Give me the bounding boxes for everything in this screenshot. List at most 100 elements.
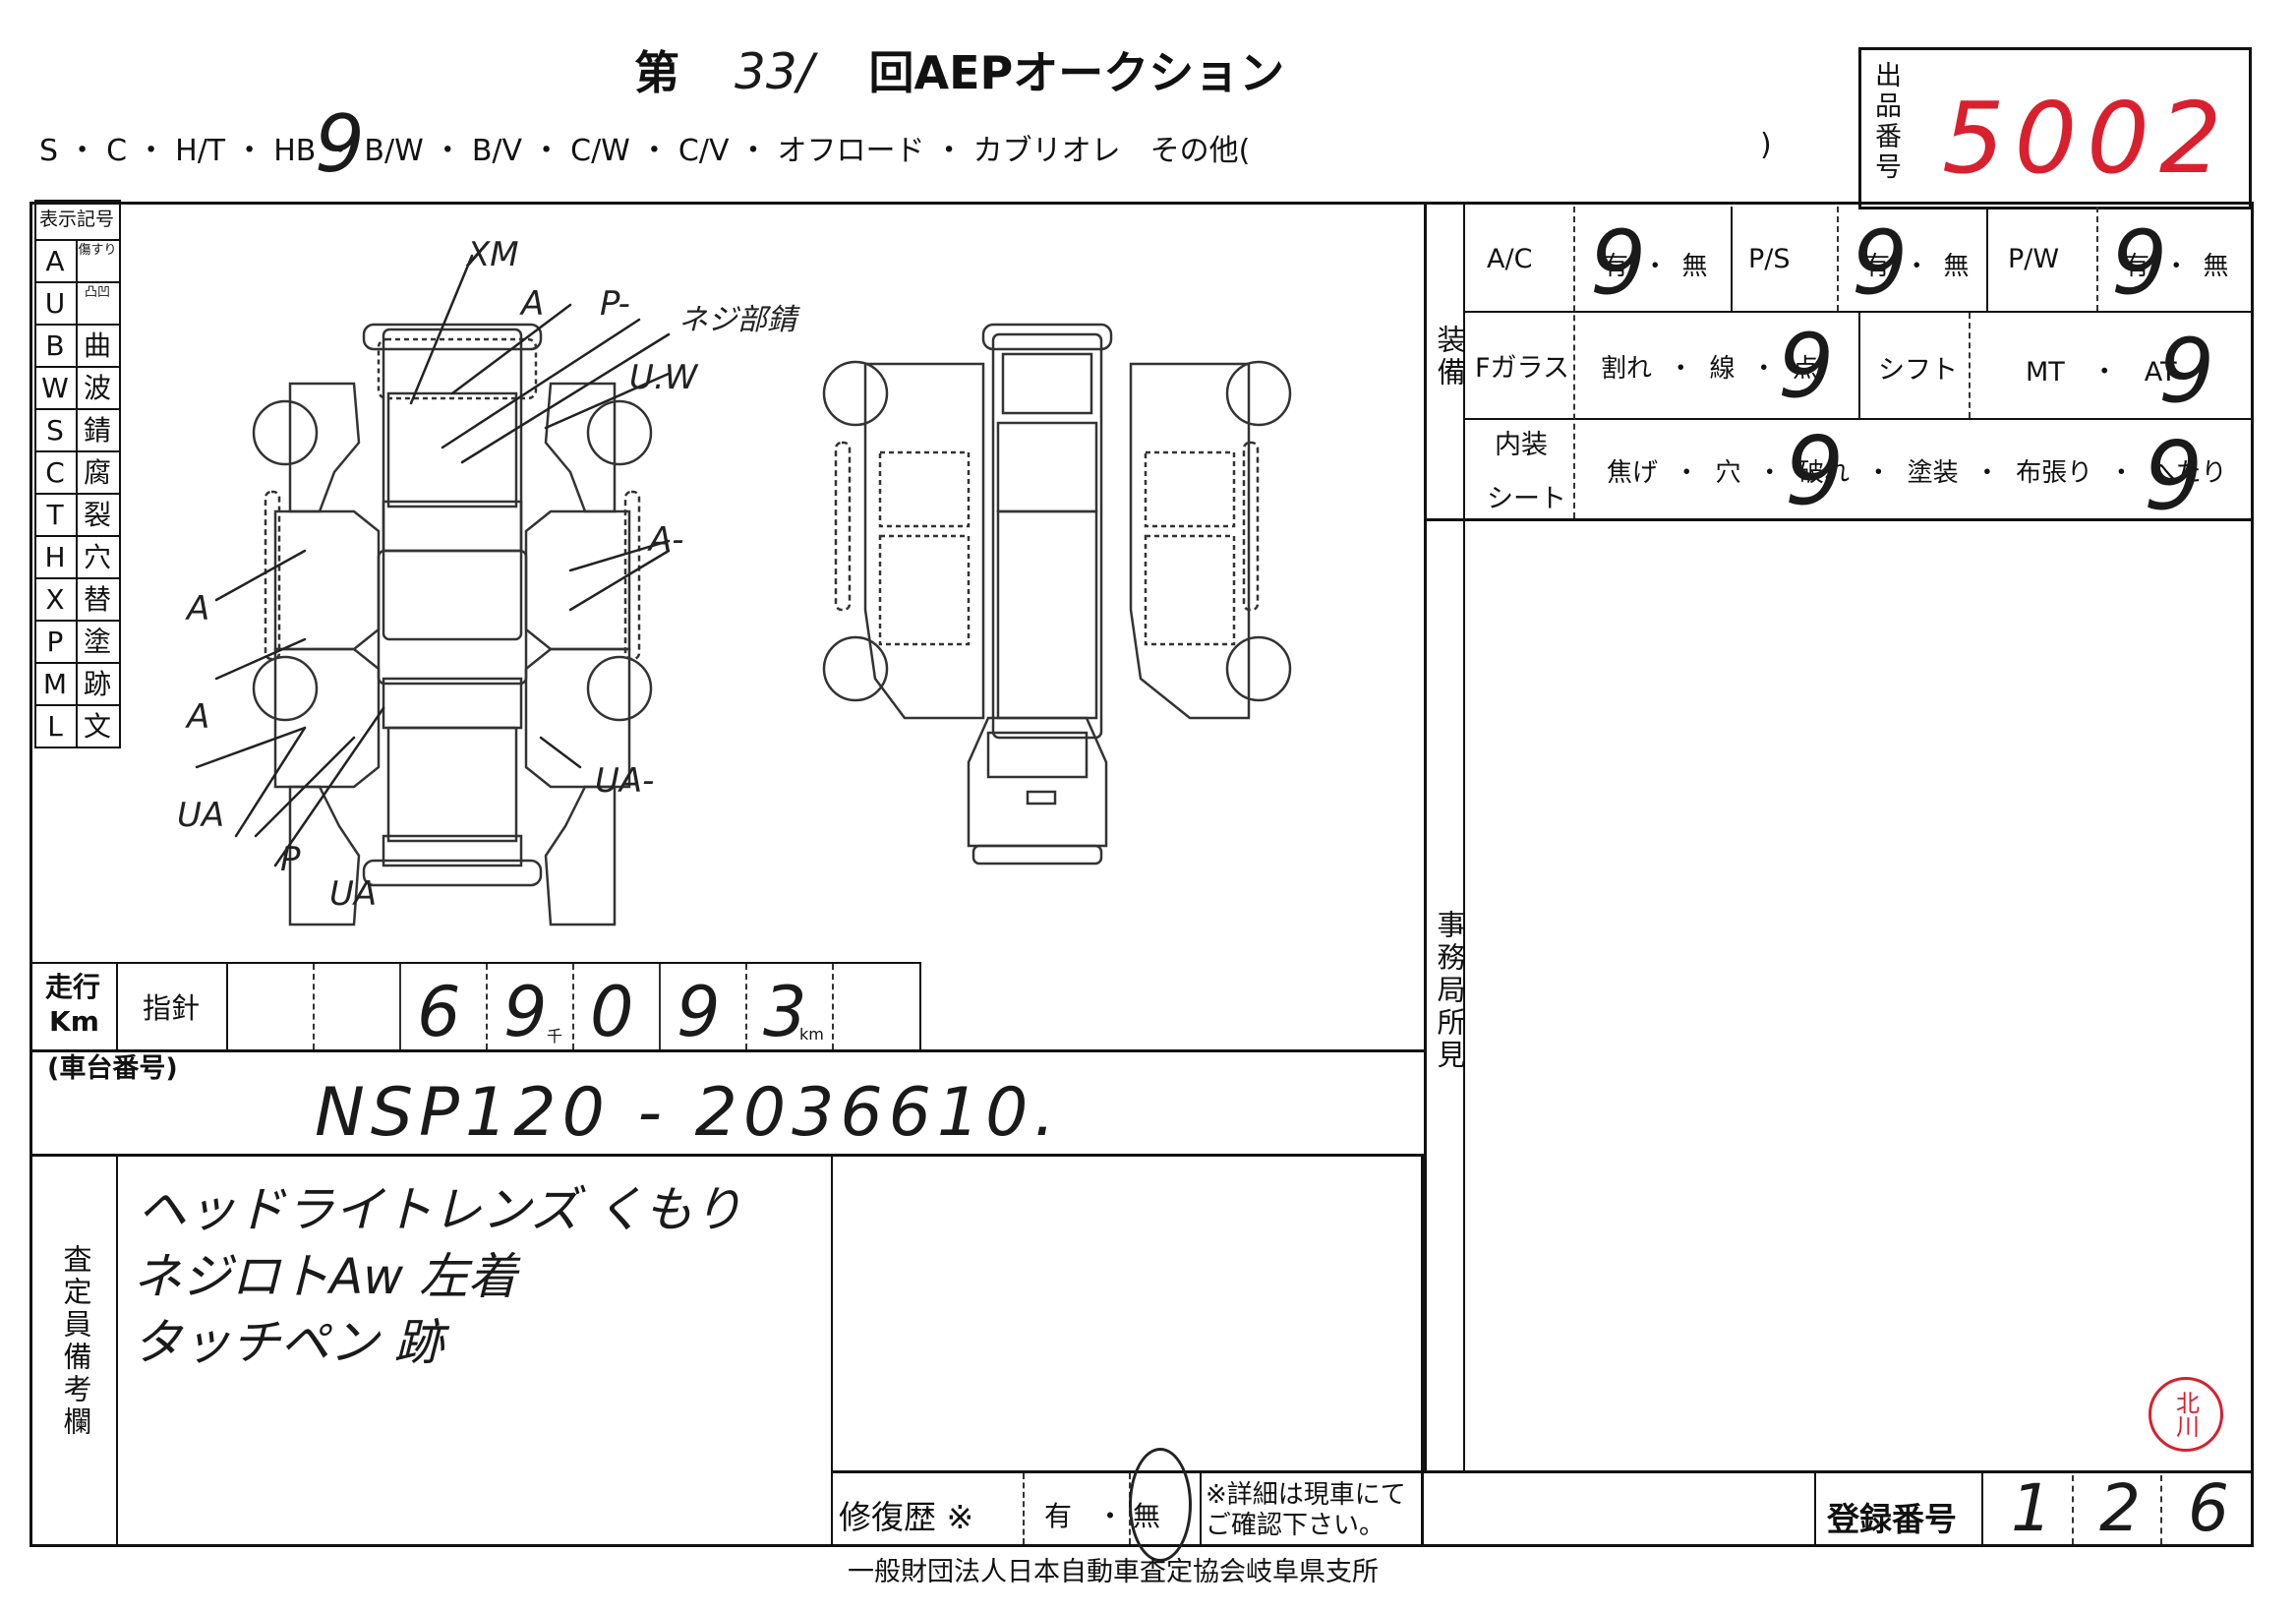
legend-code: S bbox=[34, 410, 78, 450]
mileage-vline-sub bbox=[226, 962, 228, 1049]
repair-vline-note bbox=[1200, 1473, 1202, 1544]
title-suffix: 回AEPオークション bbox=[868, 46, 1285, 99]
legend-code: T bbox=[34, 495, 78, 535]
legend-code: P bbox=[34, 622, 78, 662]
mileage-cell-divider bbox=[832, 964, 834, 1049]
eq-hline-3 bbox=[1424, 518, 2252, 521]
reg-cell-divider bbox=[2160, 1475, 2162, 1544]
auction-number: 33/ bbox=[735, 43, 814, 100]
lot-number-box bbox=[1858, 47, 2252, 209]
equipment-name: P/S bbox=[1748, 244, 1791, 274]
glass-label: Fガラス bbox=[1475, 353, 1569, 384]
car-diagram: XM A P- ネジ部錆 U.W A- A A UA P UA UA- bbox=[177, 235, 1292, 926]
repair-dot: ・ bbox=[1096, 1500, 1125, 1532]
remark-line-2: ネジロトAw 左着 bbox=[133, 1248, 517, 1305]
remark-line-3: タッチペン 跡 bbox=[133, 1314, 443, 1371]
legend-code: W bbox=[34, 368, 78, 408]
note-uw: U.W bbox=[629, 358, 699, 397]
legend-meaning: 傷すり bbox=[78, 243, 117, 258]
registration-digit: 6 bbox=[2188, 1470, 2229, 1546]
mileage-vline-end bbox=[919, 962, 921, 1049]
remarks-right-vline bbox=[831, 1156, 833, 1544]
note-screw-rust: ネジ部錆 bbox=[678, 303, 800, 337]
legend-meaning: 腐 bbox=[83, 456, 111, 489]
legend-meaning: 錆 bbox=[83, 414, 111, 447]
legend-box bbox=[34, 200, 121, 748]
body-type-mark: 9 bbox=[315, 98, 365, 190]
legend-meaning: 凸凹 bbox=[84, 285, 110, 300]
page-title: 第 33/ 回AEPオークション bbox=[634, 37, 1284, 102]
repair-yes: 有 bbox=[1044, 1500, 1073, 1532]
legend-title: 表示記号 bbox=[39, 209, 115, 230]
interior-mark-2: 9 bbox=[2144, 423, 2204, 531]
legend-code: B bbox=[34, 326, 78, 366]
footer-org: 一般財団法人日本自動車査定協会岐阜県支所 bbox=[848, 1557, 1379, 1587]
eq-vdash-4 bbox=[1969, 313, 1971, 418]
interior-label: 内装 bbox=[1495, 430, 1548, 460]
legend-code: H bbox=[34, 537, 78, 577]
eq-vdash-2 bbox=[1837, 207, 1839, 311]
legend-meaning: 替 bbox=[83, 583, 111, 616]
legend-meaning: 穴 bbox=[83, 541, 111, 573]
note-ua-2: UA bbox=[329, 874, 377, 914]
chassis-label: (車台番号) bbox=[47, 1053, 178, 1084]
equipment-mark: 9 bbox=[1590, 211, 1647, 315]
mileage-cell-divider bbox=[745, 964, 747, 1049]
office-remarks-area[interactable] bbox=[1470, 526, 2247, 1470]
shift-options: MT ・ AT bbox=[2026, 357, 2177, 388]
legend-code: A bbox=[34, 241, 78, 281]
eq-vdash-3 bbox=[2096, 207, 2098, 311]
equipment-mark: 9 bbox=[1852, 211, 1909, 315]
note-xm: XM bbox=[465, 235, 519, 274]
repair-label: 修復歴 ※ bbox=[839, 1498, 974, 1536]
equipment-mark: 9 bbox=[2111, 211, 2168, 315]
eq-vdash-1 bbox=[1573, 207, 1575, 518]
reg-vline-2 bbox=[1981, 1473, 1983, 1544]
equipment-name: A/C bbox=[1487, 244, 1533, 274]
eq-vline-1 bbox=[1731, 207, 1733, 311]
shift-mark: 9 bbox=[2158, 320, 2215, 423]
mileage-cell-divider bbox=[572, 964, 574, 1049]
mileage-digit: 6 bbox=[417, 972, 461, 1052]
body-type-options: S ・ C ・ H/T ・ HB ・ B/W ・ B/V ・ C/W ・ C/V… bbox=[39, 126, 1250, 169]
reg-vline bbox=[1814, 1473, 1816, 1544]
legend-row: U 凸凹 bbox=[34, 281, 121, 324]
right-panel-divider bbox=[1424, 204, 1427, 1472]
inspector-stamp: 北川 bbox=[2149, 1377, 2223, 1452]
mileage-digit: 0 bbox=[590, 972, 634, 1052]
legend-code: C bbox=[34, 452, 78, 493]
legend-meaning: 曲 bbox=[83, 329, 111, 362]
seat-label: シート bbox=[1487, 484, 1566, 514]
legend-meaning: 塗 bbox=[83, 626, 111, 658]
legend-code: M bbox=[34, 664, 78, 704]
note-a-1: A bbox=[519, 284, 544, 324]
mileage-label-2: Km bbox=[49, 1005, 99, 1038]
registration-digit: 1 bbox=[2011, 1470, 2052, 1546]
legend-meaning: 跡 bbox=[83, 668, 111, 700]
equipment-label: 装備 bbox=[1433, 325, 1466, 389]
legend-meaning: 裂 bbox=[83, 499, 111, 531]
equipment-options: 有 ・ 無 bbox=[2124, 252, 2229, 281]
mileage-bottom-line bbox=[31, 1049, 1424, 1052]
mileage-digit: 3 bbox=[763, 972, 807, 1052]
legend-code: U bbox=[34, 283, 78, 324]
repair-note: ※詳細は現車にてご確認下さい。 bbox=[1206, 1480, 1406, 1540]
right-vline-lower bbox=[1421, 1156, 1424, 1544]
eq-vline-2 bbox=[1986, 207, 1988, 311]
legend-code: L bbox=[34, 706, 78, 747]
glass-mark: 9 bbox=[1778, 315, 1835, 418]
repair-vdash bbox=[1023, 1473, 1025, 1544]
mileage-top-line bbox=[31, 962, 921, 964]
mileage-vline-label bbox=[116, 962, 118, 1049]
mileage-label-1: 走行 bbox=[45, 971, 101, 1003]
remark-line-1: ヘッドライトレンズ くもり bbox=[138, 1181, 742, 1238]
mileage-digit: 9 bbox=[503, 972, 548, 1052]
registration-digit: 2 bbox=[2099, 1470, 2141, 1546]
